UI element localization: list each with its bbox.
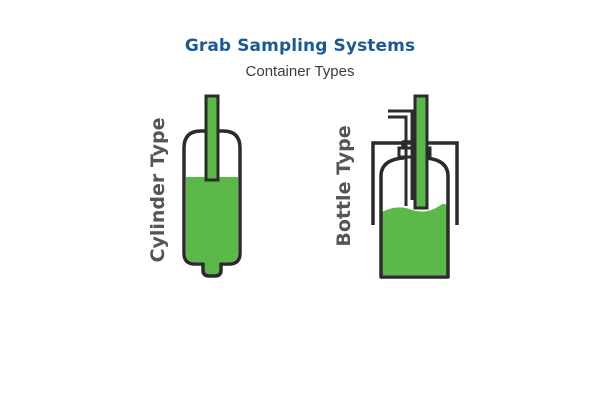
cylinder-container — [182, 94, 242, 278]
bottle-vessel-outline — [379, 140, 450, 279]
cylinder-vessel-outline — [182, 129, 242, 278]
diagram-subtitle: Container Types — [245, 63, 355, 80]
bottle-vent-tube-outer — [388, 109, 414, 200]
bottle-liquid — [382, 203, 447, 275]
bottle-container — [371, 94, 459, 279]
cylinder-dip-tube — [204, 94, 220, 182]
cylinder-liquid — [186, 177, 238, 275]
bottle-dip-tube — [413, 94, 429, 210]
cylinder-type-label: Cylinder Type — [147, 118, 169, 263]
bottle-vent-tube — [388, 115, 408, 206]
diagram-title: Grab Sampling Systems — [184, 36, 416, 56]
bottle-type-label: Bottle Type — [333, 125, 355, 246]
